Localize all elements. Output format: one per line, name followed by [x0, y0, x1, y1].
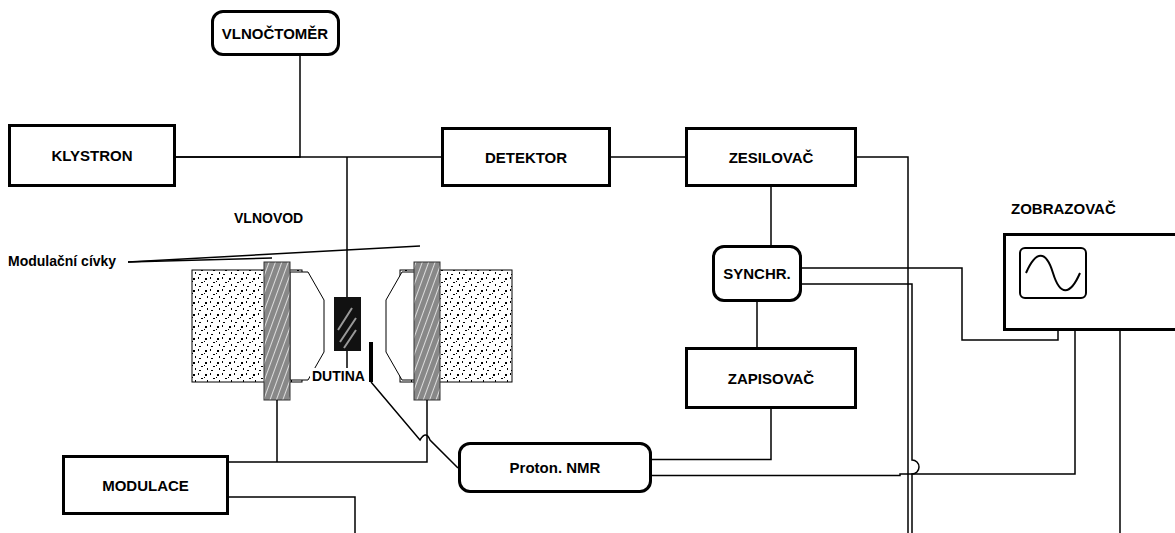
sine-trace — [1026, 256, 1080, 291]
signal-line — [611, 157, 685, 158]
node-text: ZAPISOVAČ — [728, 370, 814, 387]
probe-cable — [371, 382, 458, 468]
process-box: DETEKTOR — [441, 127, 611, 187]
scope-screen — [1020, 248, 1086, 298]
coil-wire — [180, 400, 427, 462]
signal-line — [176, 56, 300, 157]
node-text: MODULACE — [102, 477, 189, 494]
cavity-hatch — [338, 308, 356, 348]
leader-line — [128, 246, 420, 262]
node-text: KLYSTRON — [51, 147, 132, 164]
node-text: Proton. NMR — [510, 459, 601, 476]
node-text: SYNCHR. — [723, 265, 791, 282]
pole-piece — [290, 272, 324, 380]
node-text: ZESILOVAČ — [729, 149, 814, 166]
part-label: Modulační cívky — [6, 253, 118, 269]
signal-line — [757, 302, 758, 347]
modulation-coil — [414, 262, 440, 400]
meter-box: VLNOČTOMĚR — [211, 10, 340, 56]
waveguide — [346, 157, 348, 297]
source-box: KLYSTRON — [8, 124, 176, 187]
nmr-box: Proton. NMR — [458, 442, 652, 493]
nmr-probe — [369, 342, 373, 382]
process-box: MODULACE — [62, 455, 229, 515]
cavity — [334, 297, 361, 351]
signal-line — [652, 409, 771, 460]
part-label: VLNOVOD — [232, 210, 305, 226]
sync-box: SYNCHR. — [712, 245, 802, 302]
modulation-coil — [264, 262, 290, 400]
display-frame — [1003, 233, 1175, 331]
signal-line — [176, 157, 441, 158]
process-box: ZESILOVAČ — [685, 127, 857, 187]
node-text: DETEKTOR — [485, 149, 567, 166]
signal-line — [771, 187, 772, 245]
wire — [1119, 331, 1121, 533]
part-label: DUTINA — [310, 368, 367, 384]
wire — [857, 157, 908, 533]
process-box: ZAPISOVAČ — [685, 347, 857, 409]
node-heading: ZOBRAZOVAČ — [1011, 200, 1116, 217]
node-text: VLNOČTOMĚR — [222, 25, 328, 42]
signal-line — [652, 331, 1075, 476]
display-box: ZOBRAZOVAČ — [1003, 200, 1175, 331]
wire — [229, 497, 355, 533]
